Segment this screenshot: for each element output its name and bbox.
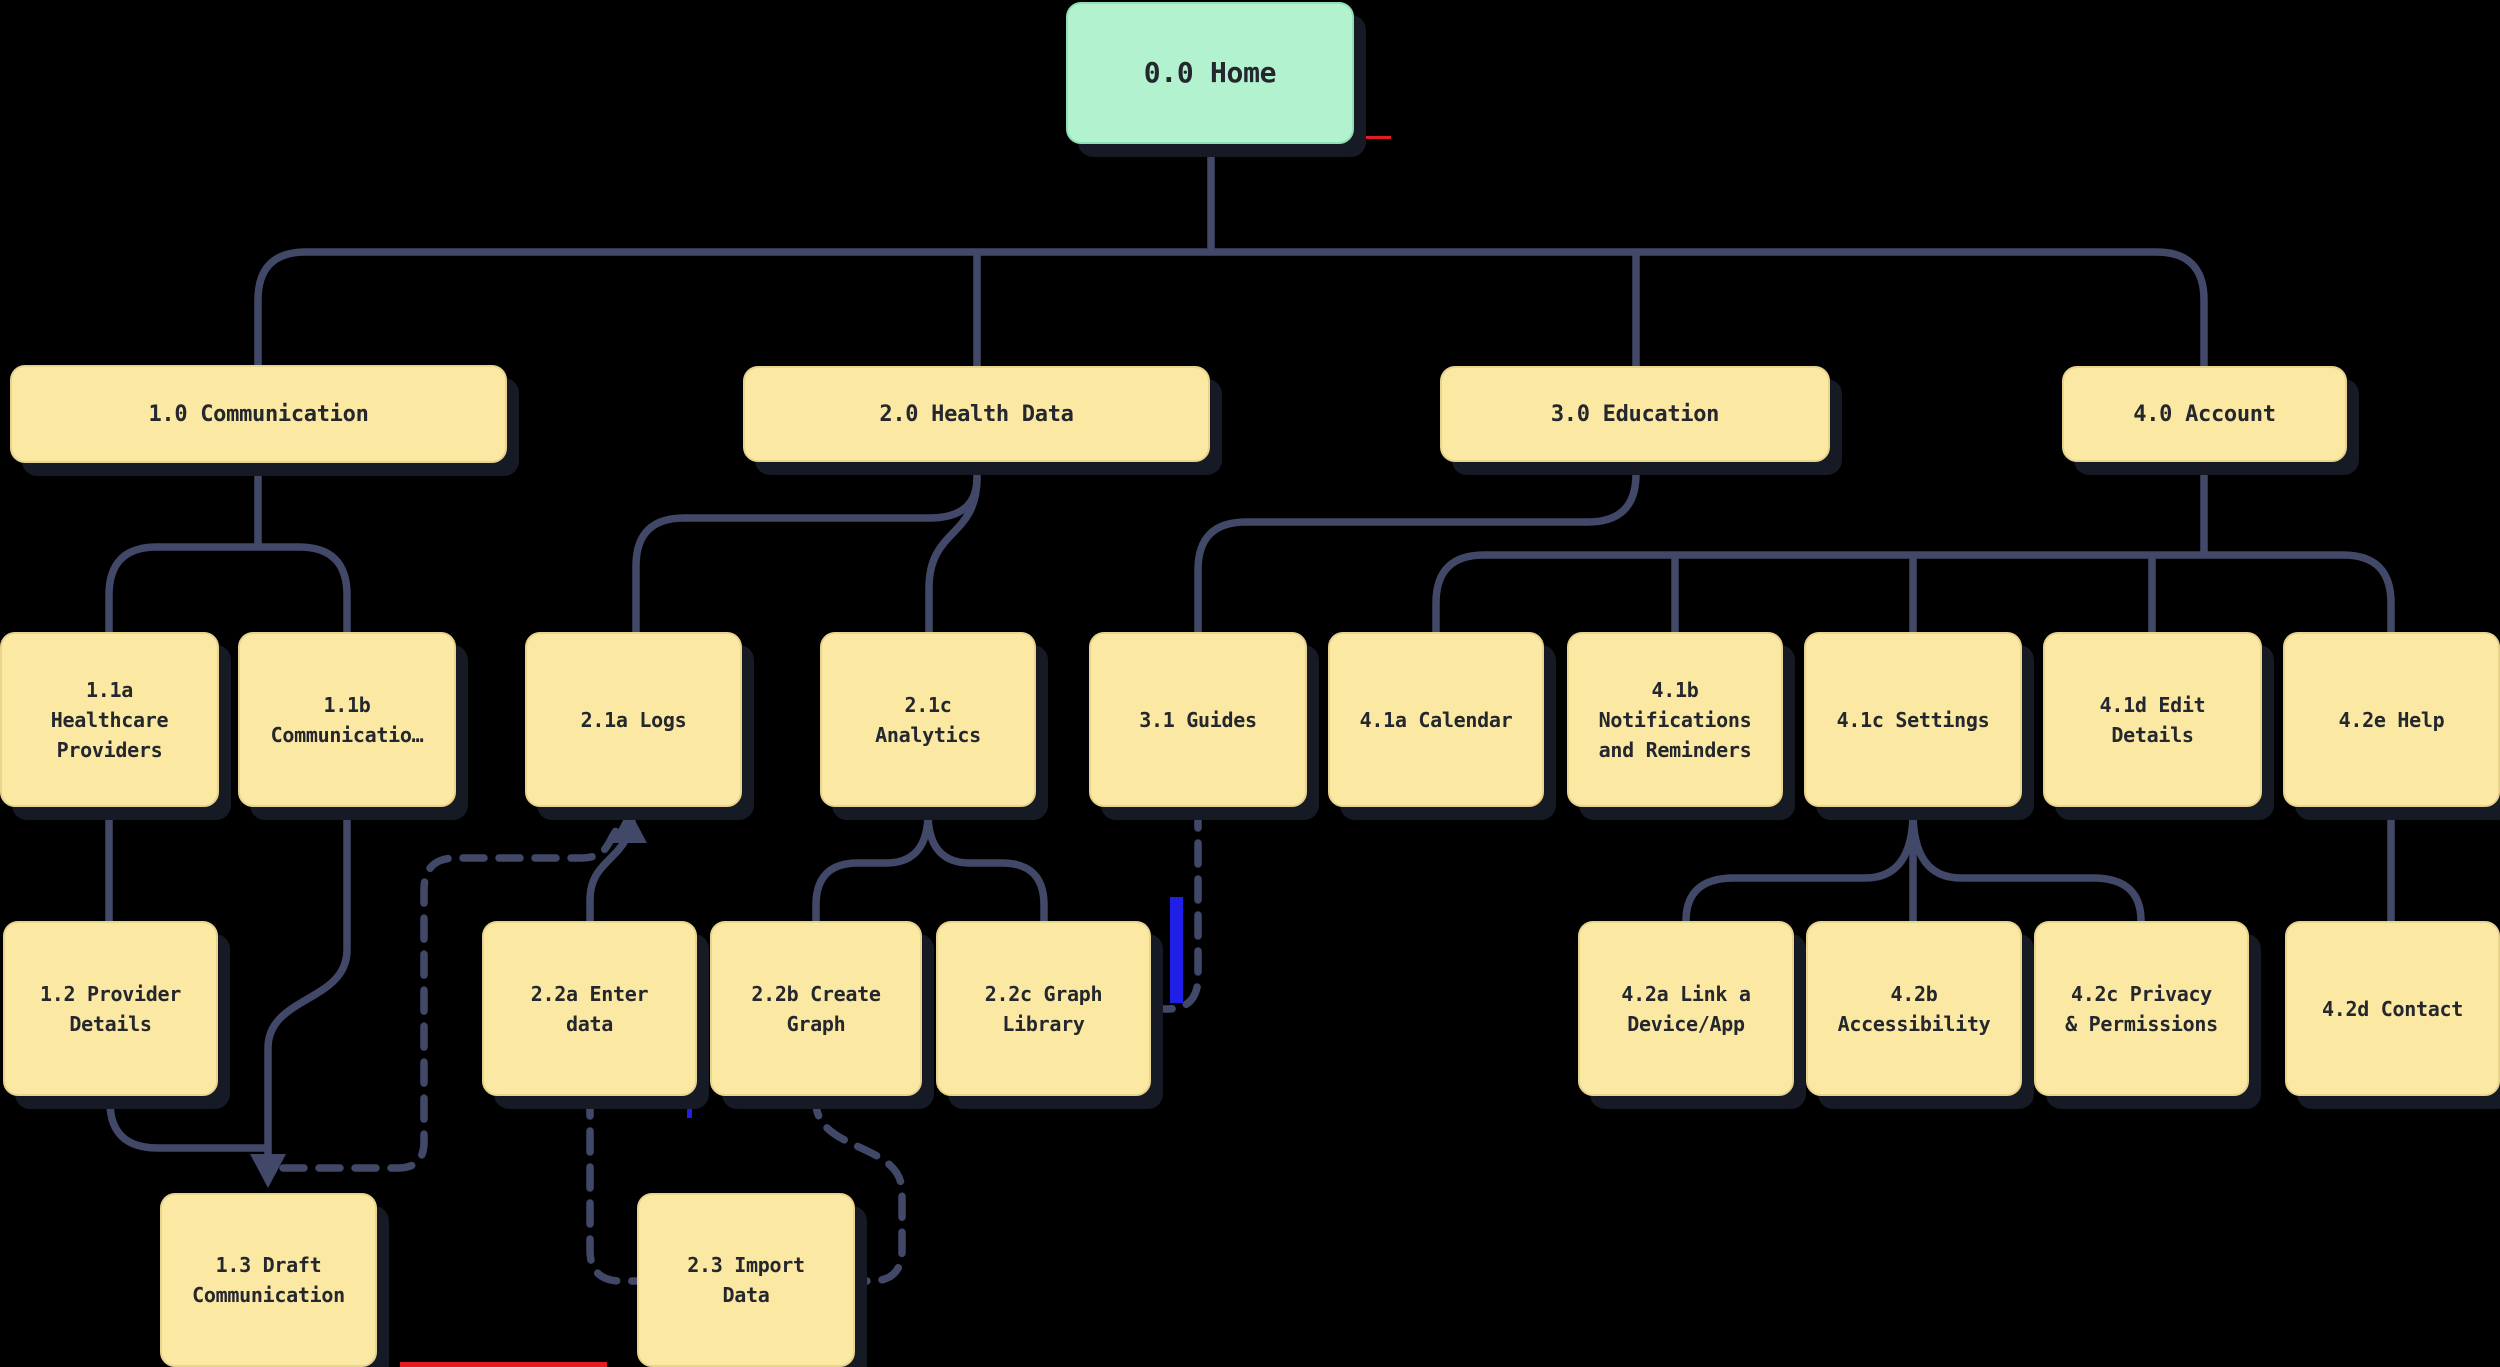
node-guides[interactable]: 3.1 Guides (1089, 632, 1307, 807)
red-line-artifact-top (1353, 136, 1391, 139)
edge-draft-to-logs-dashed[interactable] (279, 820, 626, 1172)
node-enter-data[interactable]: 2.2a Enter data (482, 921, 697, 1096)
node-link-device-app[interactable]: 4.2a Link a Device/App (1578, 921, 1794, 1096)
edge-education-to-guides[interactable] (1194, 462, 1640, 632)
node-settings[interactable]: 4.1c Settings (1804, 632, 2022, 807)
node-calendar[interactable]: 4.1a Calendar (1328, 632, 1544, 807)
node-notifications-reminders[interactable]: 4.1b Notifications and Reminders (1567, 632, 1783, 807)
node-education[interactable]: 3.0 Education (1440, 366, 1830, 462)
node-import-data[interactable]: 2.3 Import Data (637, 1193, 855, 1367)
edge-home-rail[interactable] (254, 248, 2208, 367)
node-contact[interactable]: 4.2d Contact (2285, 921, 2500, 1096)
edge-communication-rail[interactable] (105, 543, 351, 632)
node-logs[interactable]: 2.1a Logs (525, 632, 742, 807)
node-healthcare-providers[interactable]: 1.1a Healthcare Providers (0, 632, 219, 807)
node-draft-communication[interactable]: 1.3 Draft Communication (160, 1193, 377, 1367)
node-account[interactable]: 4.0 Account (2062, 366, 2347, 462)
edge-healthdata-to-analytics[interactable] (925, 477, 981, 632)
arrowhead-into-draft-communication (250, 1154, 286, 1188)
node-provider-details[interactable]: 1.2 Provider Details (3, 921, 218, 1096)
node-health-data[interactable]: 2.0 Health Data (743, 366, 1210, 462)
edge-analytics-to-create-graph[interactable] (812, 807, 932, 921)
arrowhead-into-logs (611, 809, 647, 843)
node-accessibility[interactable]: 4.2b Accessibility (1806, 921, 2022, 1096)
edge-guides-to-graph-library-dashed[interactable] (1149, 803, 1202, 1013)
edge-provider-details-to-draft[interactable] (106, 1095, 268, 1152)
node-graph-library[interactable]: 2.2c Graph Library (936, 921, 1151, 1096)
edge-enter-data-to-import-dashed[interactable] (586, 1091, 643, 1285)
node-help[interactable]: 4.2e Help (2283, 632, 2500, 807)
edge-create-graph-to-import-dashed[interactable] (812, 1091, 906, 1285)
node-privacy-permissions[interactable]: 4.2c Privacy & Permissions (2034, 921, 2249, 1096)
edge-settings-to-privacy[interactable] (1909, 811, 2145, 922)
selected-connector-artifact (1170, 897, 1183, 1003)
edge-communication2-to-draft[interactable] (264, 807, 351, 1170)
node-create-graph[interactable]: 2.2b Create Graph (710, 921, 922, 1096)
edge-analytics-to-graph-library[interactable] (924, 812, 1048, 921)
red-line-artifact-bottom (400, 1362, 607, 1367)
node-edit-details[interactable]: 4.1d Edit Details (2043, 632, 2262, 807)
blue-tick-artifact (687, 1080, 692, 1118)
edge-settings-to-link-device[interactable] (1682, 807, 1917, 922)
node-analytics[interactable]: 2.1c Analytics (820, 632, 1036, 807)
node-communication[interactable]: 1.0 Communication (10, 365, 507, 463)
node-communication-1-1b[interactable]: 1.1b Communicatio… (238, 632, 456, 807)
node-home[interactable]: 0.0 Home (1066, 2, 1354, 144)
